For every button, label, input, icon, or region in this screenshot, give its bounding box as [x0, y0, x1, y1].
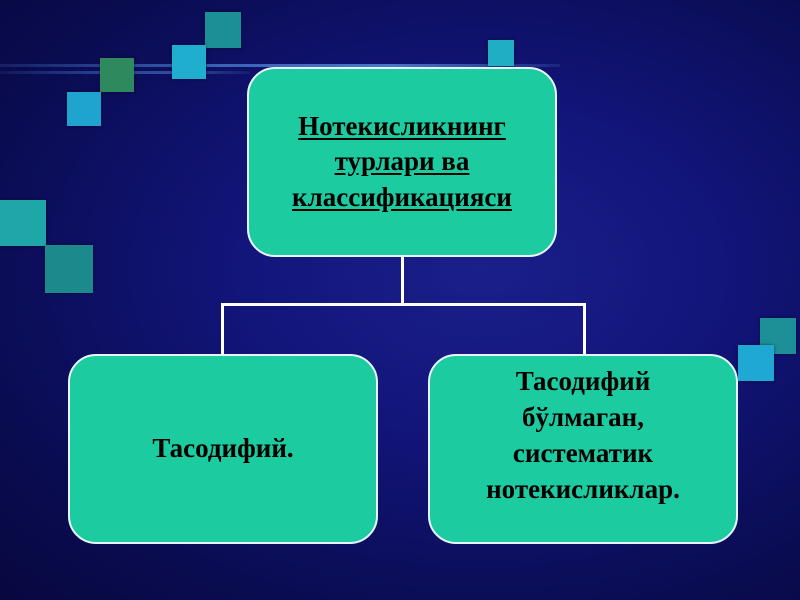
- root-node: Нотекисликнинг турлари ва классификацияс…: [247, 67, 557, 257]
- decorative-square: [205, 12, 241, 48]
- decorative-square: [0, 200, 46, 246]
- connector-vertical-root: [401, 257, 404, 304]
- child-node-text: Тасодифий.: [152, 433, 294, 464]
- decorative-square: [67, 92, 101, 126]
- decorative-line: [0, 64, 560, 67]
- child-node-random: Тасодифий.: [68, 354, 378, 544]
- connector-horizontal: [221, 303, 586, 306]
- decorative-square: [100, 58, 134, 92]
- child-node-systematic: Тасодифий бўлмаган, систематик нотекисли…: [428, 354, 738, 544]
- connector-vertical-right: [583, 303, 586, 355]
- child-node-text: Тасодифий бўлмаган, систематик нотекисли…: [486, 366, 680, 504]
- decorative-square: [738, 345, 774, 381]
- decorative-square: [45, 245, 93, 293]
- decorative-square: [488, 40, 514, 66]
- decorative-square: [172, 45, 206, 79]
- root-node-text: Нотекисликнинг турлари ва классификацияс…: [292, 110, 512, 212]
- connector-vertical-left: [221, 303, 224, 355]
